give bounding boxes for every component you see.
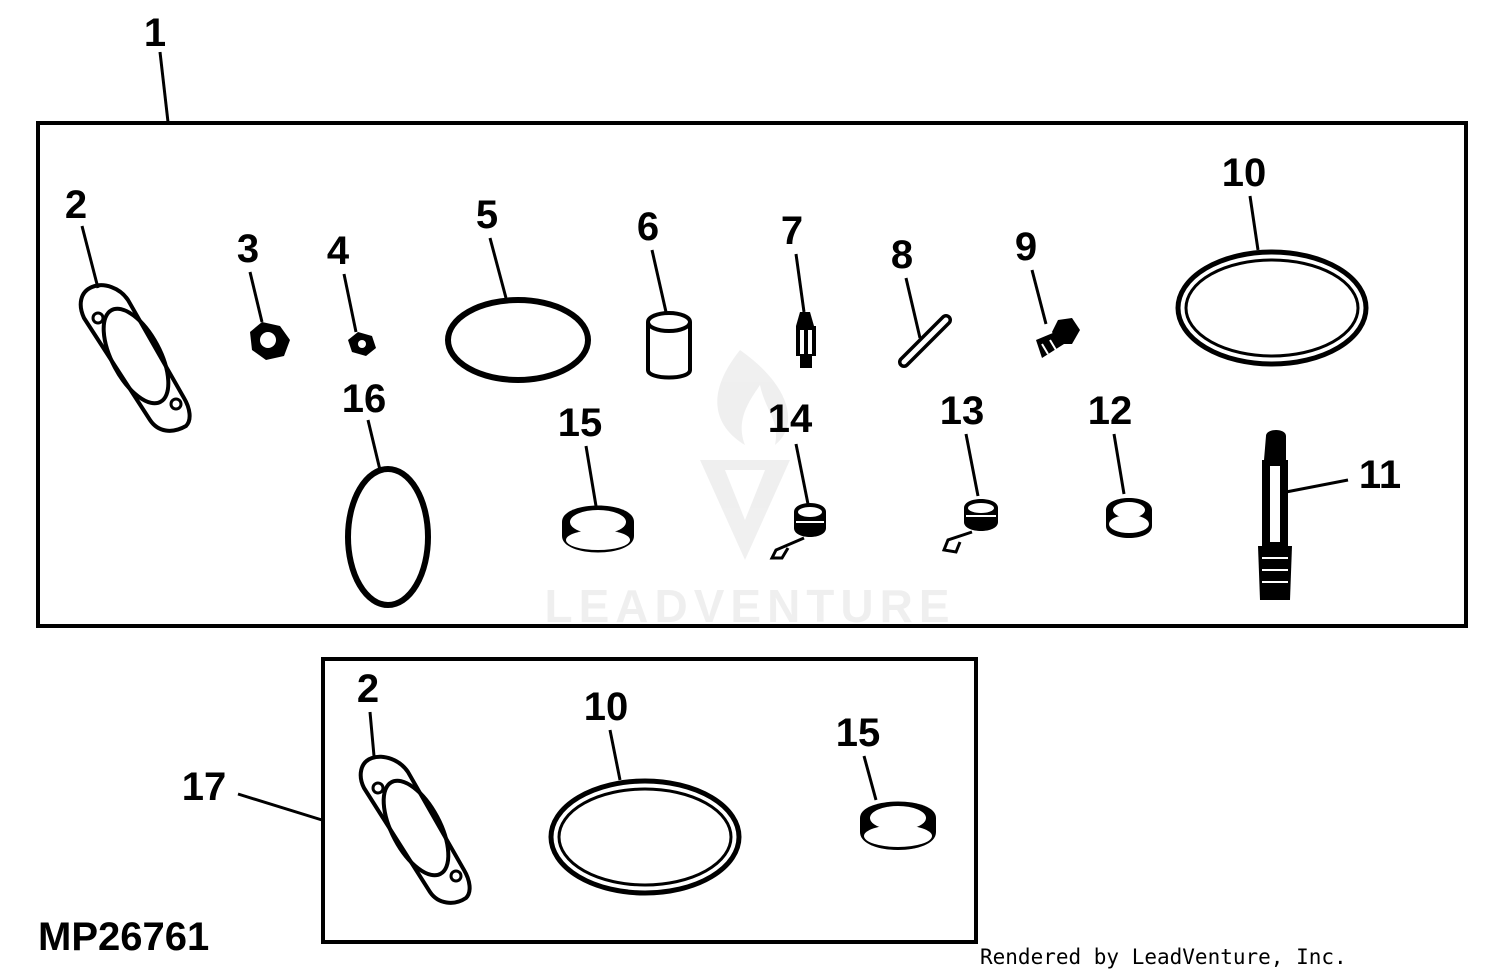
part-14-spring: 14 (768, 397, 826, 560)
leader-kit-gasket-part-15 (862, 755, 878, 801)
figure-id: MP26761 (38, 915, 209, 959)
callout-kit-gasket: 17 (182, 765, 227, 809)
callout-part-9: 9 (1015, 225, 1037, 269)
callout-part-15: 15 (558, 401, 603, 445)
shaft-icon (1258, 430, 1292, 600)
part-9-screw: 9 (1015, 225, 1080, 358)
part-16-o-ring: 16 (342, 377, 431, 608)
leader-part-2 (80, 225, 100, 289)
callout-kit-gasket-part-15: 15 (836, 711, 881, 755)
pin-icon (898, 314, 952, 368)
leader-part-5 (488, 237, 508, 299)
kit-main-box (36, 121, 1468, 628)
leader-part-16 (366, 419, 382, 471)
kit-gasket-part-10-large-o-ring: 10 (548, 685, 742, 896)
leader-kit-gasket-part-10 (608, 729, 622, 781)
watermark-logo-icon (700, 350, 790, 560)
needle-valve-icon (796, 312, 816, 368)
flange-gasket-icon (78, 283, 192, 433)
part-7-needle-valve: 7 (781, 209, 816, 368)
callout-part-6: 6 (637, 205, 659, 249)
callout-part-3: 3 (237, 227, 259, 271)
leader-part-4 (342, 273, 358, 333)
callout-kit-gasket-part-10: 10 (584, 685, 629, 729)
part-10-large-o-ring: 10 (1175, 151, 1369, 367)
leader-part-13 (964, 433, 980, 497)
callout-part-12: 12 (1088, 389, 1133, 433)
leader-part-3 (248, 271, 264, 323)
kit-gasket-part-2-flange-gasket: 2 (357, 667, 472, 905)
part-15-seal: 15 (558, 401, 634, 553)
part-13-spring: 13 (940, 389, 998, 554)
kit-gasket-box (321, 657, 978, 944)
watermark: LEADVENTURE (544, 350, 955, 632)
seal-icon (860, 801, 936, 850)
callout-part-14: 14 (768, 397, 813, 441)
seal-icon (562, 505, 634, 553)
watermark-text: LEADVENTURE (544, 580, 955, 632)
o-ring-icon (345, 466, 431, 608)
callout-part-10: 10 (1222, 151, 1267, 195)
part-5-o-ring: 5 (445, 193, 591, 383)
part-4-small-nut: 4 (327, 229, 376, 356)
callout-part-7: 7 (781, 209, 803, 253)
large-o-ring-icon (548, 778, 742, 896)
callout-kit-main: 1 (144, 11, 166, 55)
screw-icon (1036, 318, 1080, 358)
part-6-bushing: 6 (637, 205, 692, 380)
bushing-icon (646, 311, 692, 380)
part-12-washer: 12 (1088, 389, 1152, 538)
callout-kit-gasket-part-2: 2 (357, 667, 379, 711)
washer-icon (1106, 498, 1152, 538)
leader-part-14 (794, 443, 810, 505)
flange-gasket-icon (358, 754, 472, 905)
leader-part-11 (1285, 478, 1349, 494)
callout-part-8: 8 (891, 233, 913, 277)
large-o-ring-icon (1175, 249, 1369, 367)
callout-part-4: 4 (327, 229, 350, 273)
spring-icon (769, 503, 826, 560)
callout-part-11: 11 (1359, 453, 1401, 497)
part-3-nut: 3 (237, 227, 290, 360)
part-2-flange-gasket: 2 (65, 183, 192, 433)
leader-part-9 (1030, 269, 1048, 325)
leader-part-15 (584, 445, 598, 507)
part-11-shaft: 11 (1258, 430, 1401, 600)
callout-part-5: 5 (476, 193, 498, 237)
spring-icon (941, 499, 998, 554)
kit-gasket-part-15-seal: 15 (836, 711, 936, 850)
callout-part-2: 2 (65, 183, 87, 227)
credit-text: Rendered by LeadVenture, Inc. (980, 945, 1347, 969)
leader-part-7 (794, 253, 806, 313)
callout-part-16: 16 (342, 377, 387, 421)
leader-kit-gasket-part-2 (368, 711, 376, 757)
leader-kit-gasket (237, 792, 323, 822)
leader-kit-main (158, 51, 170, 123)
callout-part-13: 13 (940, 389, 985, 433)
o-ring-icon (445, 297, 591, 383)
part-8-pin: 8 (891, 233, 952, 368)
leader-part-8 (904, 277, 922, 339)
nut-icon (250, 322, 290, 360)
leader-part-6 (650, 249, 668, 313)
leader-part-12 (1112, 433, 1126, 495)
small-nut-icon (348, 332, 376, 356)
leader-part-10 (1248, 195, 1260, 251)
